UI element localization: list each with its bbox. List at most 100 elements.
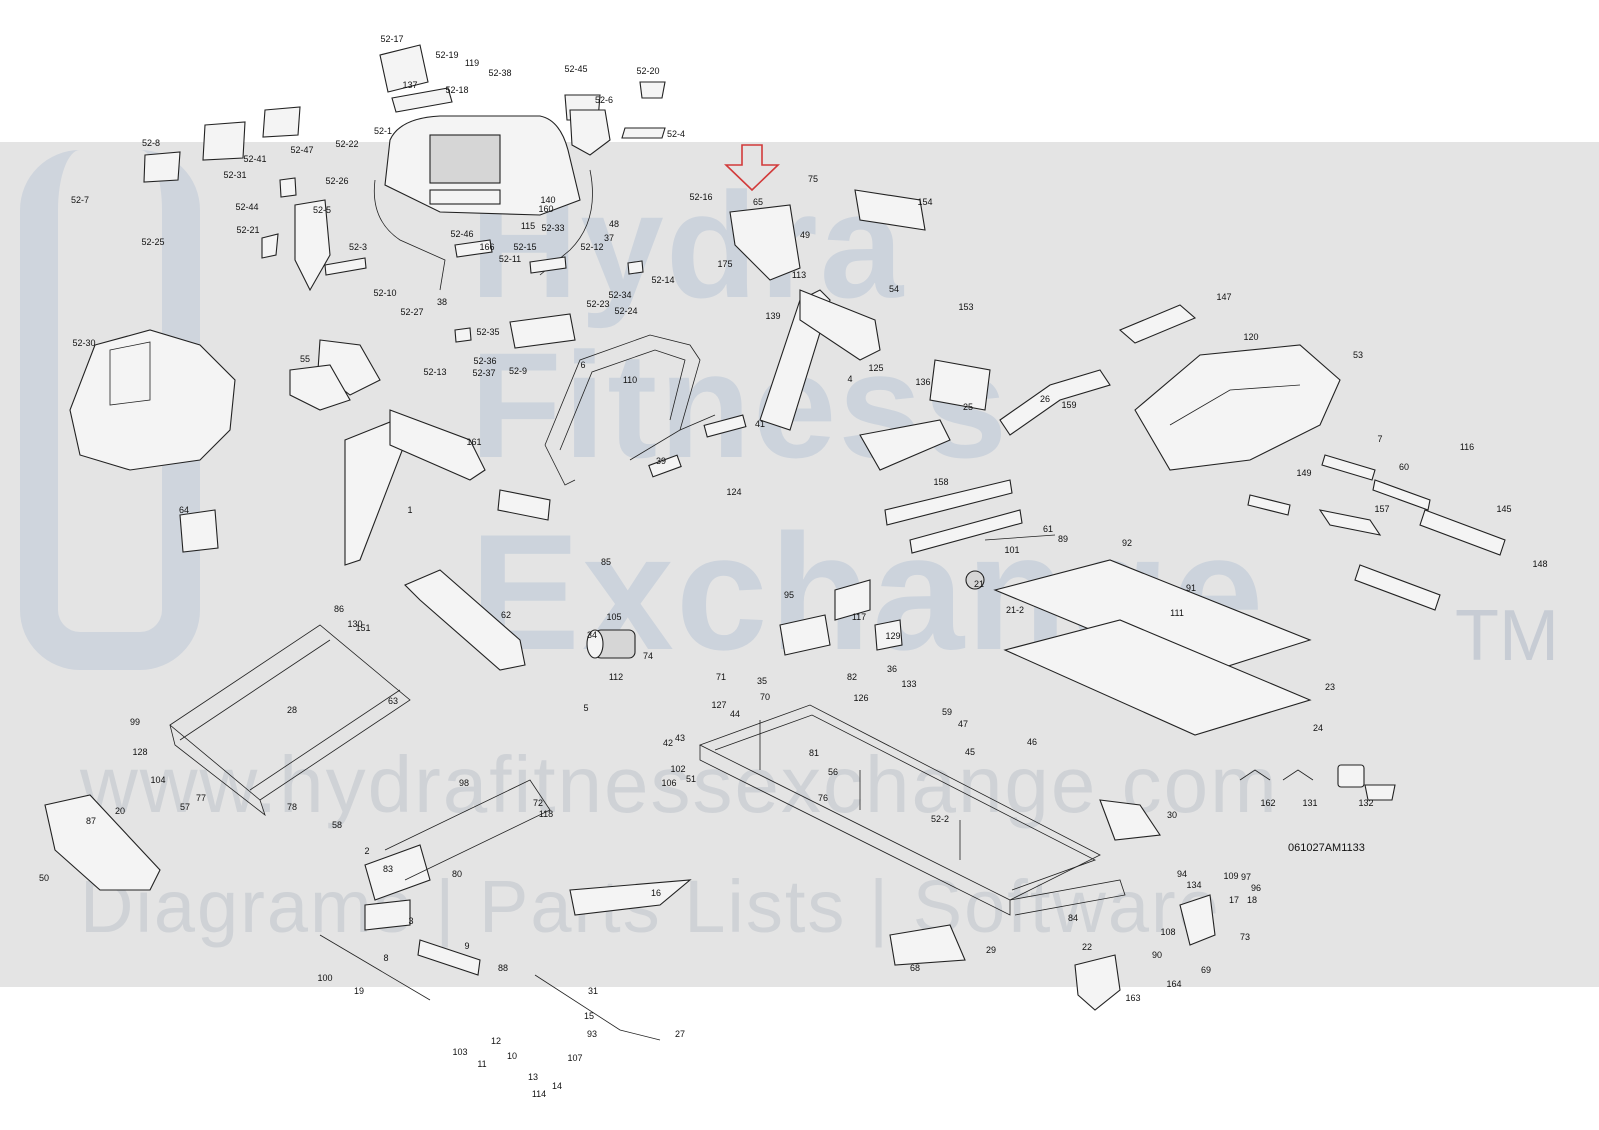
part-callout-36: 36 [887, 664, 897, 674]
handrail-frame [544, 334, 747, 486]
part-callout-52-24: 52-24 [614, 306, 637, 316]
part-callout-46: 46 [1027, 737, 1037, 747]
main-frame [698, 704, 1126, 916]
part-callout-73: 73 [1240, 932, 1250, 942]
part-callout-136: 136 [915, 377, 930, 387]
part-callout-116: 116 [1460, 442, 1474, 452]
part-callout-100: 100 [317, 973, 332, 983]
part-callout-52-3: 52-3 [349, 242, 367, 252]
part-callout-63: 63 [388, 696, 398, 706]
part-callout-118: 118 [539, 809, 553, 819]
part-callout-25: 25 [963, 402, 973, 412]
part-callout-101: 101 [1004, 545, 1019, 555]
part-callout-60: 60 [1399, 462, 1409, 472]
part-callout-52-21: 52-21 [236, 225, 259, 235]
part-callout-10: 10 [507, 1051, 517, 1061]
part-callout-52-34: 52-34 [608, 290, 631, 300]
part-callout-131: 131 [1302, 798, 1317, 808]
highlight-arrow [724, 144, 780, 192]
part-callout-84: 84 [1068, 913, 1078, 923]
part-callout-117: 117 [852, 612, 866, 622]
console-assembly [143, 44, 666, 349]
part-callout-50: 50 [39, 873, 49, 883]
part-callout-2: 2 [364, 846, 369, 856]
part-callout-164: 164 [1166, 979, 1181, 989]
part-callout-12: 12 [491, 1036, 501, 1046]
part-callout-8: 8 [383, 953, 388, 963]
part-callout-5: 5 [583, 703, 588, 713]
part-callout-20: 20 [115, 806, 125, 816]
watermark-trademark: TM [1455, 596, 1559, 676]
part-callout-13: 13 [528, 1072, 538, 1082]
part-callout-87: 87 [86, 816, 96, 826]
part-callout-93: 93 [587, 1029, 597, 1039]
part-callout-52-19: 52-19 [435, 50, 458, 60]
part-callout-128: 128 [132, 747, 147, 757]
part-callout-137: 137 [402, 80, 417, 90]
part-callout-115: 115 [521, 221, 535, 231]
part-callout-148: 148 [1532, 559, 1547, 569]
part-callout-19: 19 [354, 986, 364, 996]
part-callout-23: 23 [1325, 682, 1335, 692]
part-callout-64: 64 [179, 505, 189, 515]
part-callout-52-22: 52-22 [335, 139, 358, 149]
part-callout-52-38: 52-38 [488, 68, 511, 78]
part-callout-139: 139 [765, 311, 780, 321]
part-callout-52-6: 52-6 [595, 95, 613, 105]
part-callout-7: 7 [1377, 434, 1382, 444]
part-callout-147: 147 [1216, 292, 1231, 302]
part-callout-24: 24 [1313, 723, 1323, 733]
part-callout-38: 38 [437, 297, 447, 307]
part-callout-69: 69 [1201, 965, 1211, 975]
part-callout-120: 120 [1243, 332, 1258, 342]
part-callout-113: 113 [792, 270, 806, 280]
part-callout-52-12: 52-12 [580, 242, 603, 252]
part-callout-65: 65 [753, 197, 763, 207]
part-callout-157: 157 [1374, 504, 1389, 514]
part-callout-35: 35 [757, 676, 767, 686]
part-callout-58: 58 [332, 820, 342, 830]
part-callout-52-46: 52-46 [450, 229, 473, 239]
part-callout-48: 48 [609, 219, 619, 229]
part-callout-59: 59 [942, 707, 952, 717]
incline-frame [44, 569, 692, 1041]
part-callout-30: 30 [1167, 810, 1177, 820]
part-callout-159: 159 [1061, 400, 1076, 410]
part-callout-90: 90 [1152, 950, 1162, 960]
part-callout-99: 99 [130, 717, 140, 727]
part-callout-52-27: 52-27 [400, 307, 423, 317]
part-callout-52-47: 52-47 [290, 145, 313, 155]
motor-cover [1118, 304, 1341, 471]
part-callout-45: 45 [965, 747, 975, 757]
part-callout-104: 104 [150, 775, 165, 785]
part-callout-119: 119 [465, 58, 479, 68]
part-callout-47: 47 [958, 719, 968, 729]
drawing-number: 061027AM1133 [1288, 842, 1365, 854]
part-callout-133: 133 [901, 679, 916, 689]
part-callout-52-41: 52-41 [243, 154, 266, 164]
part-callout-52-30: 52-30 [72, 338, 95, 348]
watermark-band [0, 142, 1599, 987]
part-callout-52-8: 52-8 [142, 138, 160, 148]
part-callout-21: 21 [974, 579, 984, 589]
part-callout-62: 62 [501, 610, 511, 620]
part-callout-52-4: 52-4 [667, 129, 685, 139]
part-callout-127: 127 [711, 700, 726, 710]
part-callout-125: 125 [868, 363, 883, 373]
part-callout-6: 6 [580, 360, 585, 370]
part-callout-96: 96 [1251, 883, 1261, 893]
watermark-url: www.hydrafitnessexchange.com [80, 740, 1279, 829]
part-callout-158: 158 [933, 477, 948, 487]
part-callout-112: 112 [609, 672, 623, 682]
part-callout-31: 31 [588, 986, 598, 996]
part-callout-145: 145 [1496, 504, 1511, 514]
part-callout-151: 151 [355, 623, 370, 633]
part-callout-52-14: 52-14 [651, 275, 674, 285]
deck-and-belt [993, 559, 1312, 736]
motor-hood [69, 329, 236, 553]
part-callout-114: 114 [532, 1089, 546, 1099]
part-callout-134: 134 [1186, 880, 1201, 890]
part-callout-72: 72 [533, 798, 543, 808]
part-callout-49: 49 [800, 230, 810, 240]
part-callout-160: 160 [538, 204, 553, 214]
